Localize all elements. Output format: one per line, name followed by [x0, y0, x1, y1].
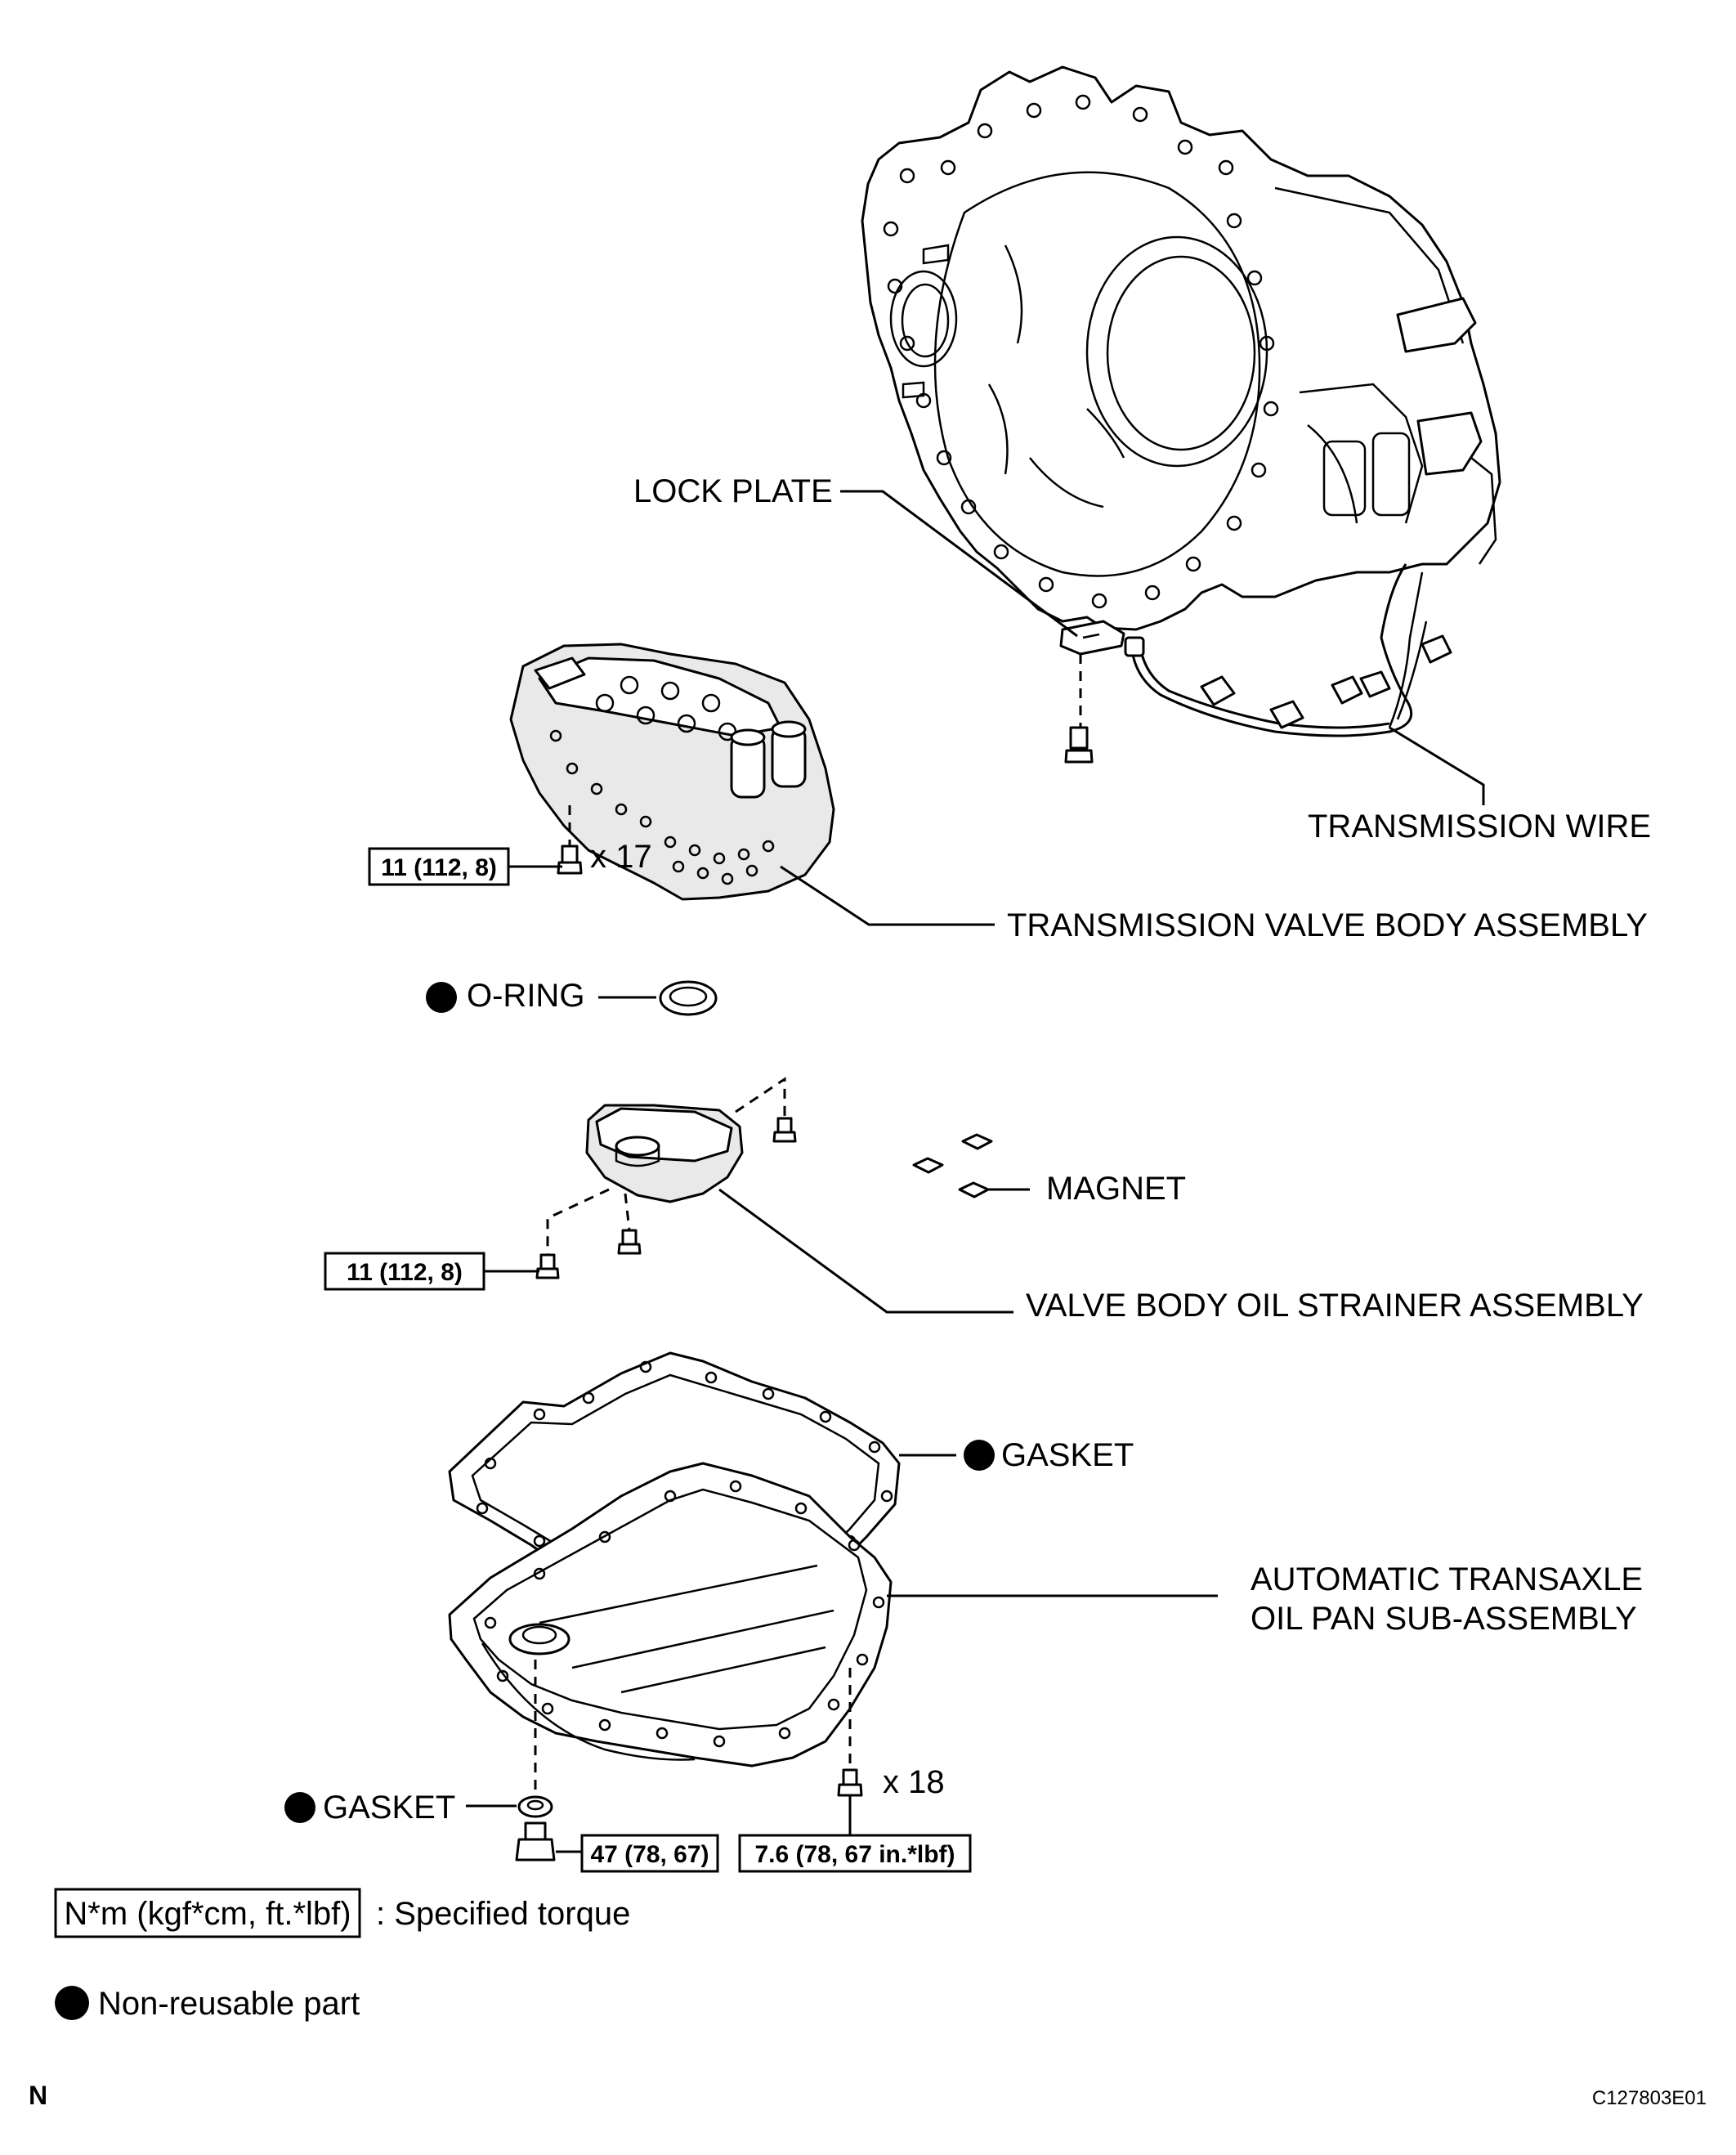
valve-body-bolt-qty: x 17 — [590, 839, 652, 875]
svg-text:47 (78, 67): 47 (78, 67) — [590, 1841, 709, 1868]
leader-lines — [466, 490, 1485, 1853]
footer-code: C127803E01 — [1592, 2087, 1707, 2109]
o-ring — [659, 980, 718, 1016]
pan-bolt-qty: x 18 — [883, 1764, 945, 1800]
drain-gasket-label: GASKET — [323, 1790, 455, 1826]
legend-torque-text: : Specified torque — [376, 1896, 630, 1932]
legend-non-reusable: Non-reusable part — [55, 1986, 360, 2022]
valve-body-assembly — [509, 643, 835, 901]
torque-box-drain-plug: 47 (78, 67) — [580, 1834, 719, 1873]
magnets — [912, 1133, 993, 1198]
oil-pan — [448, 1462, 893, 1790]
pan-bolt — [837, 1768, 863, 1797]
o-ring-label: O-RING — [467, 978, 584, 1014]
non-reusable-marker-drain-gasket — [284, 1792, 315, 1823]
legend-torque-box-text: N*m (kgf*cm, ft.*lbf) — [64, 1896, 351, 1932]
non-reusable-marker-pan-gasket — [964, 1440, 995, 1471]
lock-plate-label: LOCK PLATE — [633, 473, 833, 509]
transaxle-housing — [861, 65, 1501, 631]
svg-text:7.6 (78, 67 in.*lbf): 7.6 (78, 67 in.*lbf) — [754, 1841, 955, 1868]
oil-pan-label-line2: OIL PAN SUB-ASSEMBLY — [1251, 1601, 1637, 1637]
magnet-label: MAGNET — [1046, 1171, 1186, 1207]
torque-box-pan-bolts: 7.6 (78, 67 in.*lbf) — [738, 1834, 972, 1873]
torque-box-strainer: 11 (112, 8) — [324, 1252, 485, 1291]
torque-box-valve-body: 11 (112, 8) — [368, 847, 510, 886]
footer-left: N — [29, 2081, 47, 2110]
svg-text:11 (112, 8): 11 (112, 8) — [347, 1259, 463, 1286]
oil-pan-label-line1: AUTOMATIC TRANSAXLE — [1251, 1561, 1643, 1597]
lock-plate — [1059, 620, 1125, 764]
pan-gasket-label: GASKET — [1001, 1437, 1134, 1473]
transmission-wire — [1124, 563, 1452, 737]
valve-body-label: TRANSMISSION VALVE BODY ASSEMBLY — [1007, 907, 1648, 943]
legend-non-reusable-dot — [55, 1986, 89, 2020]
svg-text:11 (112, 8): 11 (112, 8) — [381, 854, 497, 881]
legend-non-reusable-text: Non-reusable part — [98, 1986, 360, 2022]
transmission-wire-label: TRANSMISSION WIRE — [1308, 809, 1651, 845]
non-reusable-marker-o-ring — [426, 982, 457, 1013]
legend-torque: N*m (kgf*cm, ft.*lbf) : Specified torque — [54, 1888, 630, 1938]
drain-plug-gasket — [517, 1795, 553, 1818]
oil-strainer-label: VALVE BODY OIL STRAINER ASSEMBLY — [1026, 1288, 1644, 1324]
valve-body-oil-strainer — [535, 1077, 797, 1279]
drain-plug — [515, 1821, 556, 1862]
